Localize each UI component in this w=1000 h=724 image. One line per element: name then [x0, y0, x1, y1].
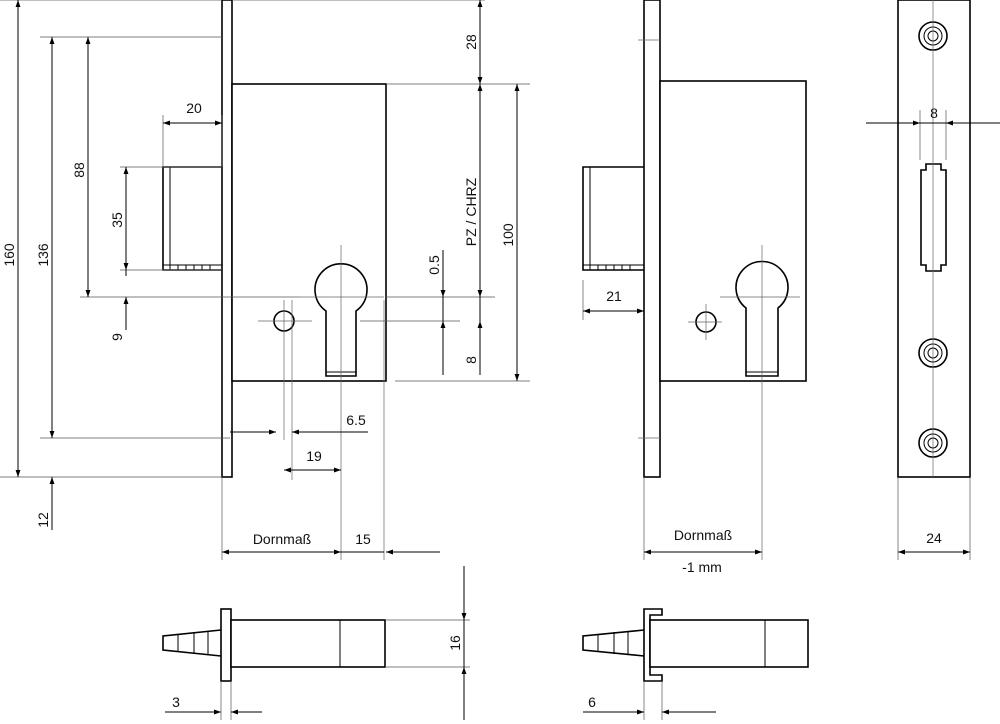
- dim-21: 21: [606, 288, 622, 304]
- dim-8-faceplate: 8: [930, 105, 938, 121]
- dim-12: 12: [35, 512, 51, 528]
- middle-faceplate: [643, 0, 661, 478]
- bottom-middle-faceplate: [643, 608, 663, 682]
- dim-6-5: 6.5: [346, 412, 366, 428]
- dim-160: 160: [1, 243, 17, 267]
- dim-19: 19: [306, 448, 322, 464]
- middle-cylinder-cutout: [735, 260, 789, 377]
- dim-minus-1mm: -1 mm: [682, 559, 722, 575]
- bolt-slot: [920, 163, 947, 272]
- dim-24: 24: [926, 530, 942, 546]
- middle-lock-view: 21 Dornmaß -1 mm: [582, 0, 807, 575]
- dim-16: 16: [447, 635, 463, 651]
- dim-dornmass-left: Dornmaß: [253, 531, 311, 547]
- dim-100: 100: [500, 223, 516, 247]
- bottom-left-top-view: 16 3: [162, 566, 470, 720]
- dim-20: 20: [186, 100, 202, 116]
- left-lock-view: 160 136 88 35 9 12 20 28 PZ / CHRZ 100 0: [0, 0, 530, 560]
- dim-0-5: 0.5: [426, 255, 442, 275]
- left-cylinder-cutout: [314, 263, 368, 377]
- dim-8-left: 8: [463, 356, 479, 364]
- dim-9: 9: [109, 333, 125, 341]
- faceplate-front: [897, 0, 971, 478]
- left-bolt: [162, 166, 222, 271]
- bottom-left-faceplate: [220, 608, 232, 682]
- dim-28: 28: [463, 34, 479, 50]
- left-faceplate: [221, 0, 233, 478]
- dim-3: 3: [172, 694, 180, 710]
- left-lock-case: [231, 83, 387, 382]
- dim-6: 6: [588, 694, 596, 710]
- dim-15: 15: [355, 531, 371, 547]
- dim-35: 35: [109, 212, 125, 228]
- middle-bolt: [582, 166, 644, 271]
- dim-88: 88: [71, 162, 87, 178]
- dim-136: 136: [35, 243, 51, 267]
- faceplate-front-view: 8 24: [866, 0, 1000, 560]
- bottom-middle-case: [649, 619, 809, 668]
- bottom-middle-top-view: 6: [582, 608, 809, 720]
- bottom-left-case: [230, 619, 386, 668]
- label-pz-chrz: PZ / CHRZ: [463, 177, 479, 246]
- middle-lock-case: [659, 80, 807, 382]
- bottom-left-bolt: [162, 629, 222, 657]
- dim-dornmass-right: Dornmaß: [674, 527, 732, 543]
